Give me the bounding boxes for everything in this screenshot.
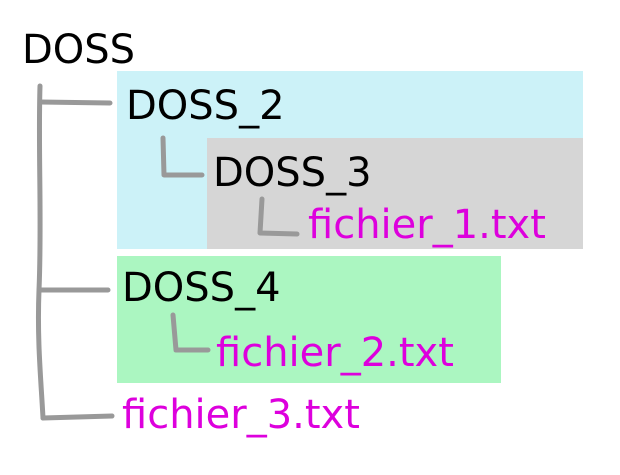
folder-label-doss: DOSS — [22, 27, 136, 73]
doss-3-region — [207, 138, 583, 249]
folder-label-doss-3: DOSS_3 — [213, 150, 372, 196]
branch-doss-2 — [37, 99, 113, 106]
file-label-fichier-1: fichier_1.txt — [308, 202, 546, 248]
branch-fichier-1 — [257, 196, 300, 237]
folder-label-doss-2: DOSS_2 — [126, 83, 285, 129]
doss-4-region — [117, 256, 501, 383]
file-label-fichier-3: fichier_3.txt — [122, 392, 360, 438]
file-label-fichier-2: fichier_2.txt — [216, 330, 454, 376]
branch-doss-3 — [160, 135, 205, 178]
branch-fichier-2 — [170, 312, 211, 353]
folder-label-doss-4: DOSS_4 — [122, 265, 281, 311]
branch-fichier-3 — [40, 413, 115, 421]
root-trunk-line — [35, 83, 46, 421]
